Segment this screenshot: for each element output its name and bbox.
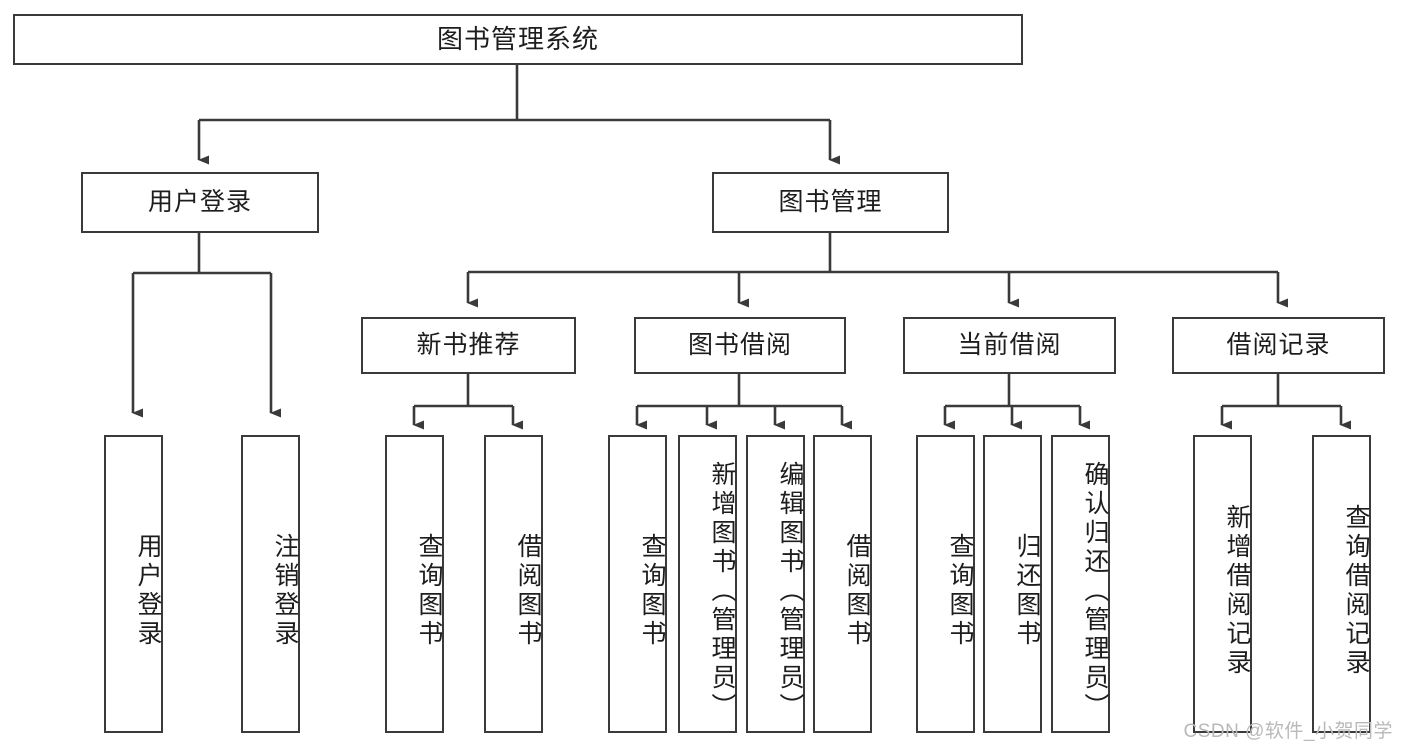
node-leaf-borrow-book[interactable]: 借阅图书	[813, 435, 872, 733]
node-current-borrow[interactable]: 当前借阅	[903, 317, 1116, 374]
node-leaf-logout[interactable]: 注销登录	[241, 435, 300, 733]
node-leaf-edit-book-admin[interactable]: 编辑图书（管理员）	[746, 435, 805, 733]
node-leaf-query-borrow-record[interactable]: 查询借阅记录	[1312, 435, 1371, 733]
node-root-book-management-system[interactable]: 图书管理系统	[13, 14, 1023, 65]
leaf-label: 编辑图书（管理员）	[776, 460, 804, 722]
leaf-label: 归还图书	[1013, 533, 1041, 649]
node-leaf-borrow-book-recommend[interactable]: 借阅图书	[484, 435, 543, 733]
node-new-book-recommend[interactable]: 新书推荐	[361, 317, 576, 374]
csdn-watermark: CSDN @软件_小贺同学	[1183, 721, 1393, 742]
node-leaf-query-book-recommend[interactable]: 查询图书	[385, 435, 444, 733]
node-leaf-user-login[interactable]: 用户登录	[104, 435, 163, 733]
leaf-label: 借阅图书	[514, 533, 542, 649]
leaf-label: 用户登录	[134, 533, 162, 649]
node-borrow-record[interactable]: 借阅记录	[1172, 317, 1385, 374]
node-leaf-return-book[interactable]: 归还图书	[983, 435, 1042, 733]
node-leaf-add-book-admin[interactable]: 新增图书（管理员）	[678, 435, 737, 733]
leaf-label: 确认归还（管理员）	[1081, 460, 1109, 722]
node-leaf-query-book-borrow[interactable]: 查询图书	[608, 435, 667, 733]
node-leaf-query-book-current[interactable]: 查询图书	[916, 435, 975, 733]
leaf-label: 注销登录	[271, 533, 299, 649]
node-book-borrow[interactable]: 图书借阅	[634, 317, 846, 374]
leaf-label: 新增借阅记录	[1223, 504, 1251, 678]
leaf-label: 新增图书（管理员）	[708, 460, 736, 722]
leaf-label: 查询图书	[946, 533, 974, 649]
leaf-label: 借阅图书	[843, 533, 871, 649]
leaf-label: 查询图书	[638, 533, 666, 649]
node-user-login[interactable]: 用户登录	[81, 172, 319, 233]
leaf-label: 查询借阅记录	[1342, 504, 1370, 678]
leaf-label: 查询图书	[415, 533, 443, 649]
node-leaf-confirm-return-admin[interactable]: 确认归还（管理员）	[1051, 435, 1110, 733]
node-book-management[interactable]: 图书管理	[712, 172, 949, 233]
node-leaf-add-borrow-record[interactable]: 新增借阅记录	[1193, 435, 1252, 733]
